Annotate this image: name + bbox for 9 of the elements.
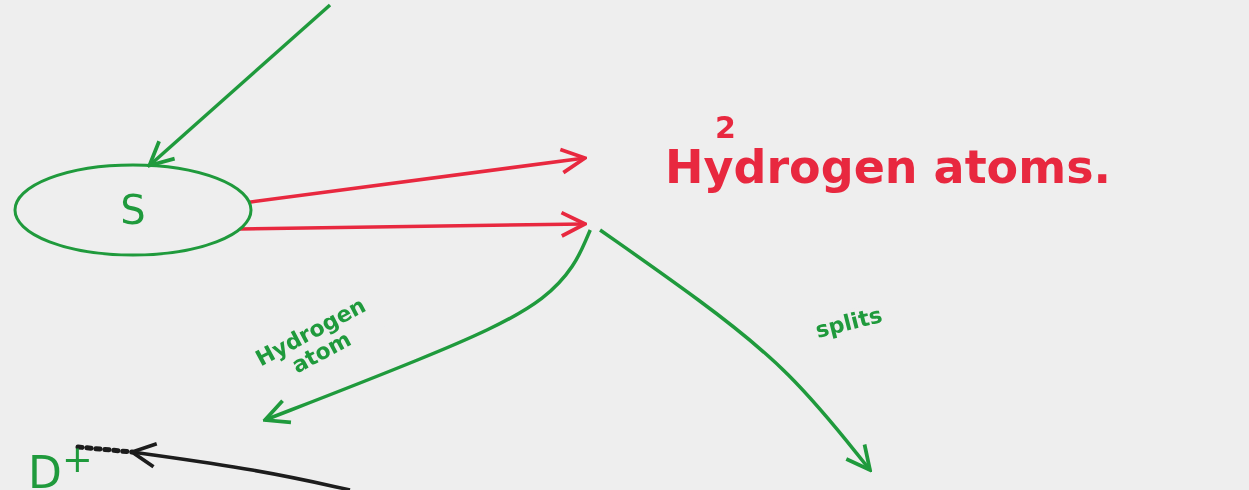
arrow [130, 441, 351, 490]
arrow [147, 3, 332, 168]
arrow [263, 229, 592, 425]
arrow [239, 210, 587, 238]
arrow [248, 147, 587, 204]
arrow [599, 228, 872, 472]
circle-node [13, 163, 253, 257]
node-label: S [120, 187, 146, 233]
handwritten-label: D$^{+}$ [28, 438, 93, 490]
